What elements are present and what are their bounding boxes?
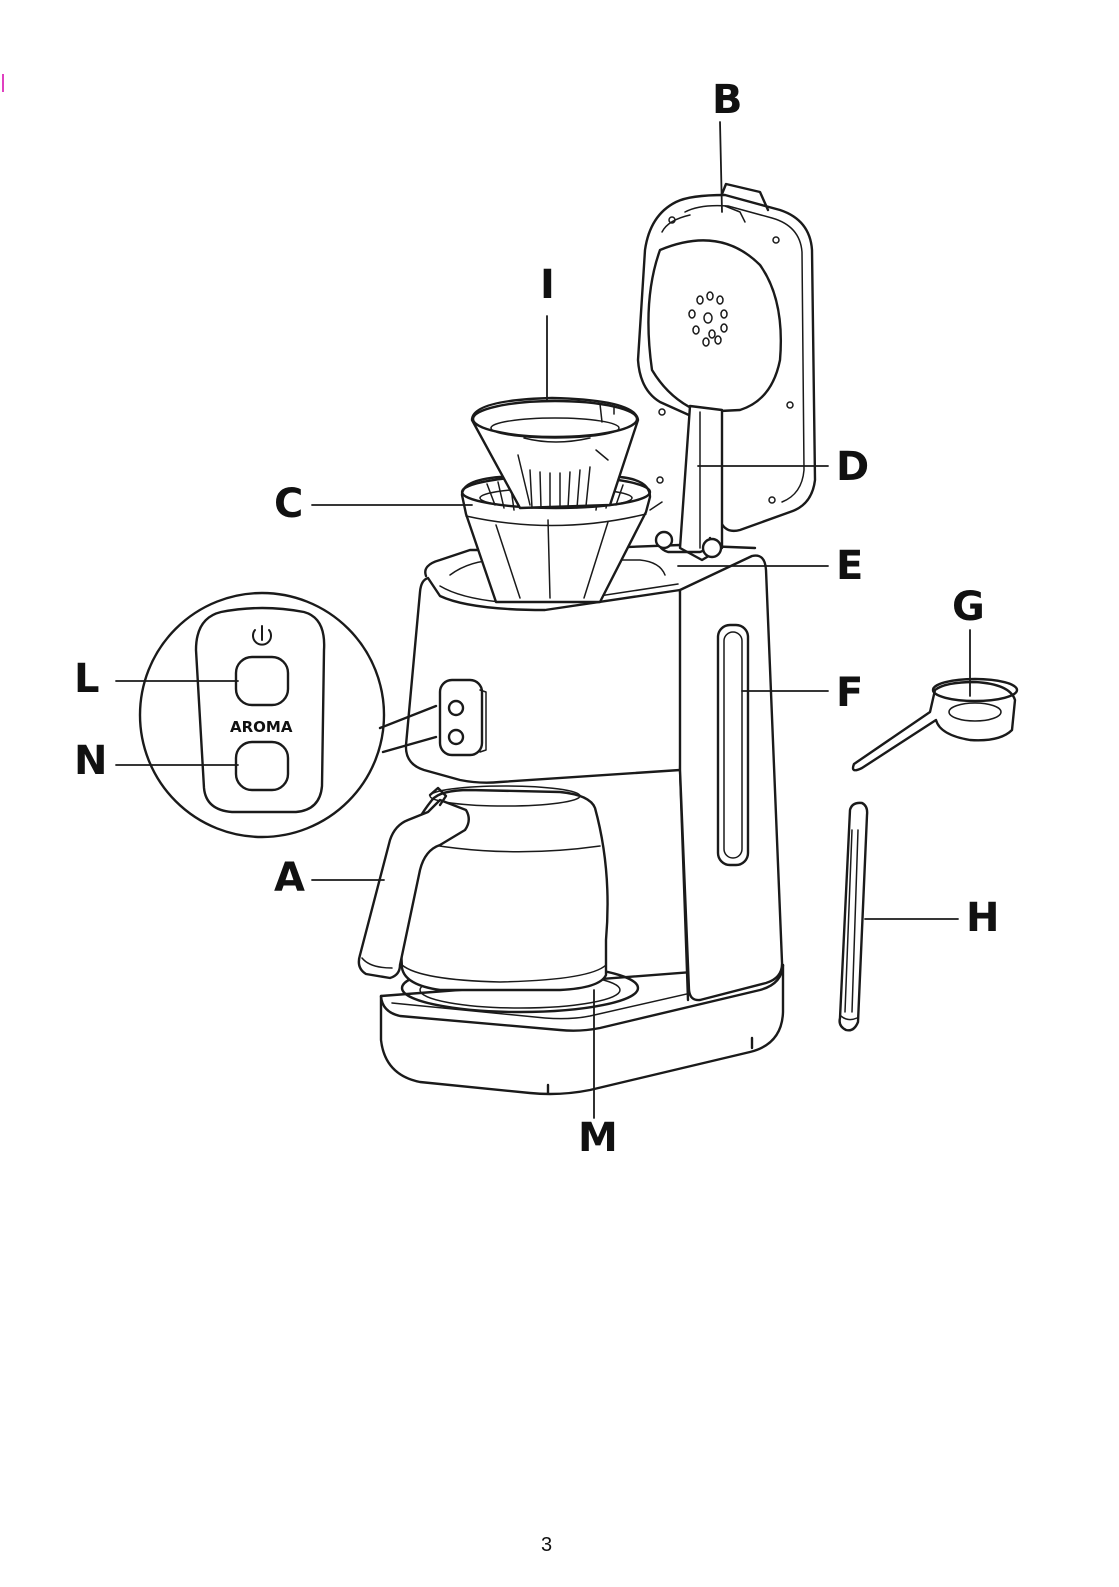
page-number: 3	[541, 1534, 552, 1557]
measuring-spoon	[853, 679, 1017, 770]
callout-b: B	[712, 80, 743, 120]
callout-i: I	[540, 265, 555, 305]
callout-f: F	[836, 673, 863, 713]
cleaning-tool	[840, 803, 868, 1030]
callout-e: E	[836, 546, 863, 586]
control-panel-magnifier	[140, 593, 436, 837]
callout-g: G	[952, 587, 985, 627]
callout-c: C	[274, 484, 303, 524]
callout-h: H	[966, 898, 999, 938]
callout-m: M	[578, 1118, 618, 1158]
callout-l: L	[74, 659, 100, 699]
carafe	[359, 786, 608, 990]
callout-n: N	[74, 741, 107, 781]
callout-a: A	[274, 858, 305, 898]
callout-d: D	[836, 447, 869, 487]
lid	[638, 184, 815, 531]
aroma-label: AROMA	[230, 718, 292, 736]
